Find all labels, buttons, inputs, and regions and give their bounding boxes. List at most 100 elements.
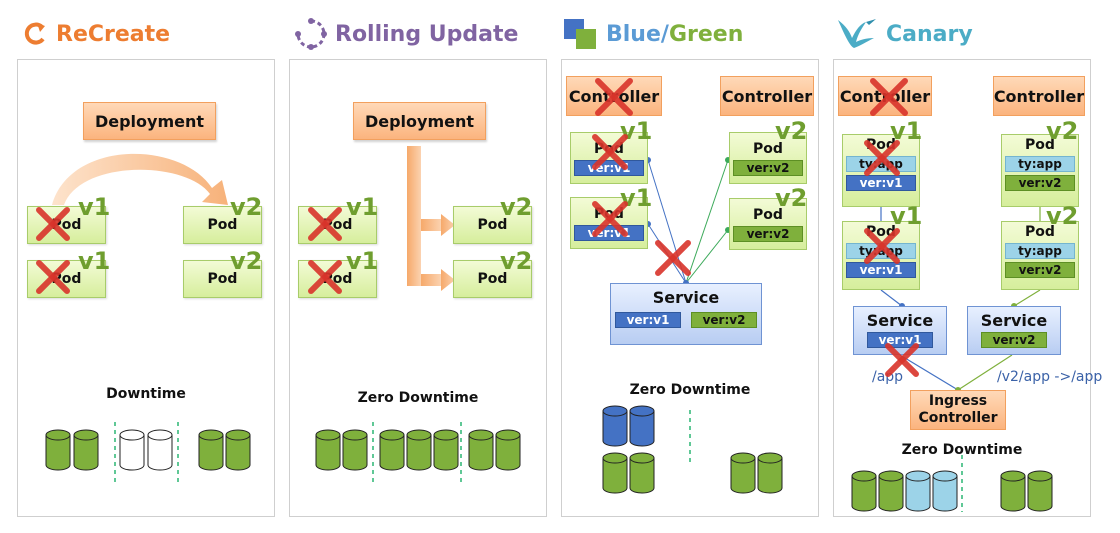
cylinder-icon <box>1000 470 1026 512</box>
version-tag: ver:v2 <box>1005 262 1075 278</box>
type-tag: ty:app <box>1005 156 1075 172</box>
service-label: Service <box>652 288 720 307</box>
recreate-label-v2-a: v2 <box>230 193 263 221</box>
rolling-label-v1-b: v1 <box>346 247 379 275</box>
cross-icon <box>592 201 628 237</box>
cylinder-icon <box>406 429 432 471</box>
recreate-arc-arrow <box>52 153 228 205</box>
recreate-caption: Downtime <box>106 386 186 402</box>
cylinder-icon <box>198 429 224 471</box>
blue-green-squares-icon <box>564 19 596 49</box>
cylinder-icon <box>468 429 494 471</box>
refresh-icon <box>24 22 45 45</box>
bluegreen-caption: Zero Downtime <box>629 382 751 398</box>
cross-icon <box>870 78 908 116</box>
title-rolling-update: Rolling Update <box>335 21 519 47</box>
pod-label: Pod <box>753 141 783 157</box>
bluegreen-pod-v2-a: Pod ver:v2 <box>729 132 807 184</box>
service-tag-v2: ver:v2 <box>981 332 1047 348</box>
canary-service-v2: Service ver:v2 <box>967 306 1061 355</box>
canary-label-v2-a: v2 <box>1046 117 1079 145</box>
recreate-pod-v2-b: Pod <box>183 260 262 298</box>
cross-icon <box>36 260 70 294</box>
rolling-pod-v2-a: Pod <box>453 206 532 244</box>
cylinder-icon <box>379 429 405 471</box>
canary-pod-v2-b: Pod ty:app ver:v2 <box>1001 221 1079 290</box>
cylinder-icon <box>851 470 877 512</box>
version-tag: ver:v1 <box>846 262 916 278</box>
title-canary: Canary <box>886 21 973 47</box>
title-recreate: ReCreate <box>56 21 171 47</box>
cross-icon <box>308 260 342 294</box>
separators <box>114 410 963 512</box>
pod-label: Pod <box>753 207 783 223</box>
cylinder-icon <box>1027 470 1053 512</box>
version-tag: ver:v2 <box>733 226 803 242</box>
service-tag-v1: ver:v1 <box>615 312 681 328</box>
cylinder-icon <box>629 405 655 447</box>
canary-service-v1: Service ver:v1 <box>853 306 947 355</box>
cylinder-icon <box>495 429 521 471</box>
service-label: Service <box>866 311 934 330</box>
rolling-pod-v2-b: Pod <box>453 260 532 298</box>
service-tag-v2: ver:v2 <box>691 312 757 328</box>
cylinder-icon <box>225 429 251 471</box>
header-recreate: ReCreate <box>22 14 170 54</box>
version-tag: ver:v1 <box>846 175 916 191</box>
header-canary: Canary <box>836 14 973 54</box>
canary-pod-v1-a: Pod ty:app ver:v1 <box>842 134 920 207</box>
canary-controller-new: Controller <box>993 76 1085 116</box>
cylinder-icon <box>905 470 931 512</box>
ingress-line2: Controller <box>918 410 998 426</box>
bluegreen-label-v2-b: v2 <box>775 184 808 212</box>
cylinder-icon <box>147 429 173 471</box>
bluegreen-label-v2-a: v2 <box>775 117 808 145</box>
type-tag: ty:app <box>1005 243 1075 259</box>
cross-icon <box>885 343 919 377</box>
canary-caption: Zero Downtime <box>901 442 1023 458</box>
rolling-deployment: Deployment <box>353 102 486 140</box>
bluegreen-controller-new: Controller <box>720 76 814 116</box>
cylinder-icon <box>878 470 904 512</box>
cylinder-icon <box>315 429 341 471</box>
cross-icon <box>592 134 628 170</box>
cylinder-icon <box>629 452 655 494</box>
cylinder-icon <box>73 429 99 471</box>
canary-label-v2-b: v2 <box>1046 202 1079 230</box>
cross-icon <box>595 78 633 116</box>
cylinder-icon <box>342 429 368 471</box>
cylinder-icon <box>730 452 756 494</box>
canary-route-right: /v2/app ->/app <box>997 369 1103 385</box>
cylinder-icon <box>602 405 628 447</box>
cylinder-icon <box>602 452 628 494</box>
rotate-arrows-icon <box>295 18 327 50</box>
canary-label-v1-b: v1 <box>890 202 923 230</box>
cylinder-icon <box>119 429 145 471</box>
rolling-arrows <box>407 146 455 291</box>
bluegreen-pod-v1-a: Pod ver:v1 <box>570 132 648 184</box>
title-green-part: Green <box>668 21 744 47</box>
version-tag: ver:v2 <box>733 160 803 176</box>
bluegreen-pod-v2-b: Pod ver:v2 <box>729 198 807 250</box>
pod-label: Pod <box>1025 224 1055 240</box>
cylinder-icon <box>433 429 459 471</box>
cylinder-icon <box>45 429 71 471</box>
canary-pod-v2-a: Pod ty:app ver:v2 <box>1001 134 1079 207</box>
cross-icon <box>864 140 900 176</box>
cross-icon <box>864 228 900 264</box>
ingress-line1: Ingress <box>928 393 988 409</box>
canary-route-left: /app <box>872 369 904 385</box>
cylinders <box>45 405 1053 512</box>
cross-icon <box>655 240 691 276</box>
header-rolling-update: Rolling Update <box>295 14 518 54</box>
canary-label-v1-a: v1 <box>890 117 923 145</box>
cylinder-icon <box>932 470 958 512</box>
version-tag: ver:v2 <box>1005 175 1075 191</box>
rolling-label-v1-a: v1 <box>346 193 379 221</box>
recreate-label-v2-b: v2 <box>230 247 263 275</box>
header-blue-green: Blue/Green <box>562 14 743 54</box>
recreate-deployment: Deployment <box>83 102 216 140</box>
pod-label: Pod <box>1025 137 1055 153</box>
